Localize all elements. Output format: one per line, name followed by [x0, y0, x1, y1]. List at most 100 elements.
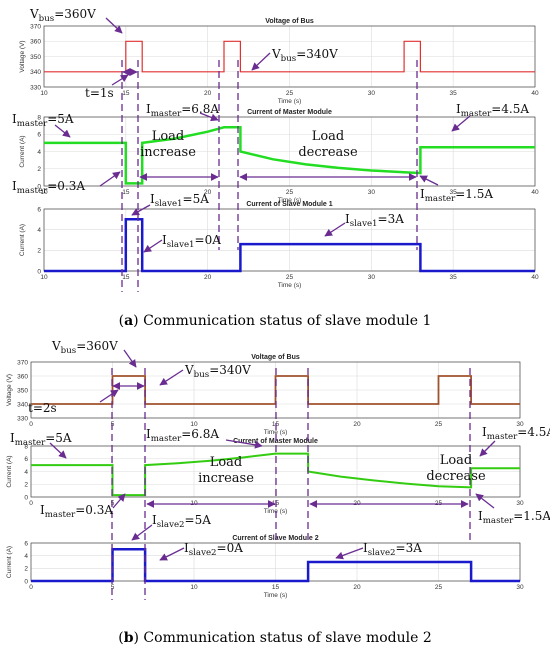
y-tick-label: 2: [24, 482, 28, 489]
caption-a-text: Communication status of slave module 1: [143, 313, 432, 329]
x-tick-label: 35: [450, 90, 458, 97]
annotation-main: I: [482, 425, 487, 439]
pointer-arrow: [54, 124, 71, 138]
annotation-sub: master: [151, 109, 182, 119]
annotation-tail: =0A: [217, 541, 244, 555]
annotation-a-im-68: Imaster=6.8A: [146, 102, 219, 119]
pointer-arrow: [123, 349, 137, 368]
annotation-main: I: [152, 513, 157, 527]
caption-b-text: Communication status of slave module 2: [143, 630, 432, 646]
annotation-main: I: [456, 102, 461, 116]
y-tick-label: 6: [37, 132, 41, 139]
x-tick-label: 25: [286, 274, 294, 281]
annotation-a-is-3: Islave1=3A: [345, 212, 404, 229]
plot-frame: [43, 116, 536, 187]
x-axis-label: Time (s): [278, 197, 302, 204]
x-tick-label: 30: [516, 421, 524, 428]
x-tick-label: 30: [368, 189, 376, 196]
annotation-main: I: [478, 509, 483, 523]
annotation-main: I: [184, 541, 189, 555]
y-tick-label: 340: [17, 401, 28, 408]
annotation-sub: slave2: [157, 520, 185, 530]
series-line: [31, 548, 520, 583]
chart-title: Current of Master Module: [247, 109, 332, 116]
x-tick-label: 15: [122, 90, 130, 97]
annotation-a-vbus-340: Vbus=340V: [271, 47, 338, 64]
annotation-main: Load: [152, 129, 185, 144]
annotation-main: I: [40, 503, 45, 517]
annotation-sub: slave1: [167, 240, 195, 250]
chart-title: Voltage of Bus: [265, 18, 314, 25]
y-tick-label: 370: [17, 359, 28, 366]
pointer-arrow: [131, 204, 151, 216]
x-tick-label: 25: [435, 584, 443, 591]
annotation-main: I: [12, 179, 17, 193]
annotation-tail: =340V: [209, 363, 251, 377]
annotation-tail: =5A: [183, 192, 210, 206]
annotation-sub: master: [483, 516, 514, 526]
annotation-a-vbus-360: Vbus=360V: [29, 7, 96, 24]
plot-frame: [43, 208, 536, 272]
series-line: [44, 40, 535, 73]
x-tick-label: 15: [122, 189, 130, 196]
pointer-arrow: [479, 440, 496, 457]
x-tick-label: 20: [204, 189, 212, 196]
annotation-main: I: [146, 427, 151, 441]
annotation-sub: master: [17, 119, 48, 129]
annotation-a-im-15: Imaster=1.5A: [420, 187, 493, 204]
x-tick-label: 10: [190, 584, 198, 591]
annotation-a-im-45: Imaster=4.5A: [456, 102, 529, 119]
annotation-main-line2: decrease: [298, 145, 358, 160]
y-tick-label: 0: [24, 578, 28, 585]
y-tick-label: 2: [37, 248, 41, 255]
annotation-main: V: [271, 47, 281, 61]
annotation-tail: =6.8A: [181, 427, 219, 441]
x-tick-label: 0: [29, 500, 33, 507]
y-axis-label: Current (A): [6, 455, 13, 487]
x-tick-label: 0: [29, 421, 33, 428]
annotation-tail: =340V: [296, 47, 338, 61]
series-line: [31, 375, 520, 405]
pointer-arrow: [105, 17, 123, 34]
pointer-arrow: [112, 493, 126, 509]
y-tick-label: 340: [30, 69, 41, 76]
y-tick-label: 350: [30, 54, 41, 61]
annotation-sub: slave1: [350, 219, 378, 229]
pointer-arrow: [111, 74, 129, 86]
y-tick-label: 4: [24, 553, 28, 560]
annotation-b-is-5: Islave2=5A: [152, 513, 211, 530]
annotation-b-im-03: Imaster=0.3A: [40, 503, 113, 520]
annotation-main: I: [10, 431, 15, 445]
series-line: [44, 218, 535, 273]
annotation-sub: master: [17, 186, 48, 196]
annotation-b-vbus-360: Vbus=360V: [51, 339, 118, 356]
plot-frame: [43, 25, 536, 88]
annotation-b-im-15: Imaster=1.5A: [478, 509, 550, 526]
chart-b1: 051015202530330340350360370Voltage of Bu…: [6, 354, 524, 436]
y-tick-label: 0: [37, 183, 41, 190]
annotation-a-is-5: Islave1=5A: [150, 192, 209, 209]
y-tick-label: 360: [30, 39, 41, 46]
annotation-sub: master: [15, 438, 46, 448]
chart-title: Current of Master Module: [233, 438, 318, 445]
annotation-tail: =1.5A: [455, 187, 493, 201]
annotation-a-im-03: Imaster=0.3A: [12, 179, 85, 196]
x-axis-label: Time (s): [278, 282, 302, 289]
annotation-tail: =3A: [378, 212, 405, 226]
annotation-tail: =5A: [45, 431, 72, 445]
annotation-a-im-5: Imaster=5A: [12, 112, 74, 129]
annotation-main: I: [345, 212, 350, 226]
y-axis-label: Current (A): [6, 546, 13, 578]
x-tick-label: 10: [40, 189, 48, 196]
x-tick-label: 5: [111, 421, 115, 428]
annotation-sub: slave1: [155, 199, 183, 209]
y-axis-label: Current (A): [19, 135, 26, 167]
pointer-arrow: [131, 524, 153, 541]
annotation-tail: =3A: [396, 541, 423, 555]
x-axis-label: Time (s): [264, 429, 288, 436]
annotation-main: Load: [312, 129, 345, 144]
pointer-arrow: [251, 52, 271, 71]
x-tick-label: 25: [435, 421, 443, 428]
